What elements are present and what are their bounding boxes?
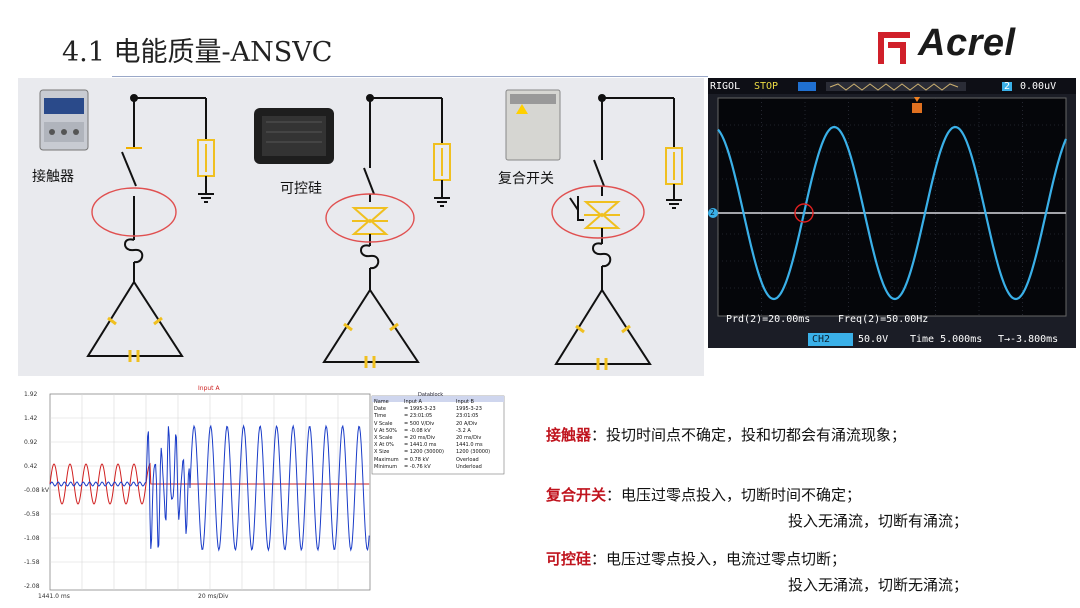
datablock-cell: = 1200 (30000) [404,449,444,456]
device-label-contactor: 接触器 [32,169,74,185]
trace-input-b [49,462,370,505]
datablock-row: Date = 1995-3-23 1995-3-23 [374,406,504,413]
desc-thyristor-cont: 投入无涌流，切断无涌流； [788,576,969,594]
desc-thyristor-text: ：电压过零点投入，电流过零点切断； [591,550,847,568]
datablock-cell: = 0.78 kV [404,456,429,463]
datablock-cell: Minimum [374,463,398,470]
datablock-cell: V At 50% [374,427,398,434]
waveform-y-tick: -2.08 [24,583,40,590]
waveform-y-tick: 1.92 [24,391,38,398]
datablock-cell: = 1995-3-23 [404,406,436,413]
datablock-cell: Input B [456,399,474,405]
datablock-cell: Underload [456,463,482,470]
datablock-cell: Name [374,399,389,405]
datablock-row: V At 50% = -0.08 kV -3.2 A [374,428,504,435]
datablock-row: X At 0% = 1441.0 ms 1441.0 ms [374,442,504,449]
datablock-cell: 1441.0 ms [456,442,483,449]
waveform-x-scale: 20 ms/Div [198,593,229,600]
scope-run-state: STOP [754,81,779,92]
desc-thyristor-key: 可控硅 [546,550,592,568]
waveform-y-tick: 0.42 [24,463,38,470]
circuit-thyristor [322,94,451,368]
datablock-title: Datablock [418,392,444,398]
circuit-contactor [86,94,215,362]
datablock-cell: 1200 (30000) [456,449,491,456]
datablock-row: Minimum = -0.76 kV Underload [374,464,504,471]
datablock-cell: 20 A/Div [456,420,478,427]
datablock-cell: 1995-3-23 [456,406,482,413]
datablock-cell: Input A [404,399,422,405]
title-underline [112,76,708,77]
desc-contactor: 接触器：投切时间点不确定，投和切都会有涌流现象； [546,424,906,445]
scope-channel-label: CH2 [812,334,831,345]
datablock-cell: Maximum [374,456,399,463]
datablock-cell: = 500 V/Div [404,420,435,427]
datablock-cell: = 20 ms/Div [404,435,436,442]
datablock-cell: X At 0% [374,442,394,449]
oscilloscope-screen: RIGOL STOP 2 0.00uV 2 Prd(2)=20.00ms Fre… [708,78,1076,348]
page-title: 4.1 电能质量-ANSVC [62,37,333,68]
composite-switch-image [505,89,561,161]
datablock-cell: X Size [374,449,390,456]
datablock-table: Name Input A Input B Date = 1995-3-23 1995-3-… [374,399,504,471]
datablock-cell: 20 ms/Div [456,435,482,442]
desc-contactor-text: ：投切时间点不确定，投和切都会有涌流现象； [591,426,907,444]
scope-trigger-level: 0.00uV [1020,81,1057,92]
waveform-y-tick: -0.58 [24,511,40,518]
datablock-row: V Scale = 500 V/Div 20 A/Div [374,421,504,428]
datablock-cell: 23:01:05 [456,413,479,420]
desc-composite-switch-key: 复合开关 [546,486,607,504]
datablock-cell: Overload [456,456,479,463]
circuit-composite-switch [551,94,683,370]
datablock-cell: = -0.76 kV [404,463,431,470]
waveform-y-tick: 1.42 [24,415,38,422]
desc-contactor-key: 接触器 [546,426,592,444]
waveform-recording-panel: 1.92 1.42 0.92 0.42 -0.08 kV -0.58 -1.08 -1.58 -… [22,385,508,604]
desc-composite-switch-cont: 投入无涌流，切断有涌流； [788,512,969,530]
scope-brand: RIGOL [710,81,741,92]
datablock-cell: V Scale [374,420,393,427]
acrel-logo [878,32,910,64]
contactor-image [39,89,89,151]
datablock-row: X Size = 1200 (30000) 1200 (30000) [374,449,504,456]
desc-composite-switch-text: ：电压过零点投入，切断时间不确定； [606,486,862,504]
waveform-y-tick: -0.08 kV [24,487,50,494]
datablock-row: Maximum = 0.78 kV Overload [374,457,504,464]
waveform-y-tick: 0.92 [24,439,38,446]
device-label-thyristor: 可控硅 [280,181,322,197]
scope-trigger-channel: 2 [1004,81,1011,92]
datablock-cell: Time [374,413,387,420]
desc-thyristor: 可控硅：电压过零点投入，电流过零点切断； [546,548,846,569]
datablock-cell: Date [374,406,386,413]
scope-channel-scale: 50.0V [858,334,889,345]
datablock-row: X Scale = 20 ms/Div 20 ms/Div [374,435,504,442]
datablock-row: Time = 23:01:05 23:01:05 [374,413,504,420]
scope-time-scale: Time 5.000ms [910,334,983,345]
datablock-header-row: Name Input A Input B [374,399,504,406]
scope-sine-trace [717,125,1068,301]
desc-composite-switch: 复合开关：电压过零点投入，切断时间不确定； [546,484,861,505]
waveform-x-start: 1441.0 ms [38,593,70,600]
scope-trigger-offset: T→-3.800ms [998,334,1059,345]
datablock-cell: = 23:01:05 [404,413,433,420]
circuit-diagram-panel: 接触器 可控硅 复合开关 [18,78,704,376]
waveform-y-tick: -1.08 [24,535,40,542]
datablock-cell: = 1441.0 ms [404,442,437,449]
trace-input-a [49,424,370,552]
logo-text: Acrel [918,22,1016,64]
waveform-y-tick: -1.58 [24,559,40,566]
thyristor-module-image [254,108,334,164]
scope-frequency-readout: Freq(2)=50.00Hz [838,314,929,325]
datablock-cell: -3.2 A [456,427,471,434]
scope-period-readout: Prd(2)=20.00ms [726,314,811,325]
datablock-cell: = -0.08 kV [404,427,431,434]
datablock-cell: X Scale [374,435,393,442]
waveform-title: Input A [198,385,220,392]
device-label-composite-switch: 复合开关 [498,171,554,187]
scope-channel-marker: 2 [710,208,715,217]
